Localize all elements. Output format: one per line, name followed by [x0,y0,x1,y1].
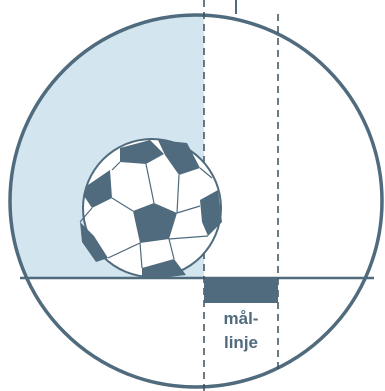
goal-line-label-line1: mål- [224,309,259,328]
goal-line-label-line2: linje [224,333,258,352]
goal-line-bar [204,279,278,303]
